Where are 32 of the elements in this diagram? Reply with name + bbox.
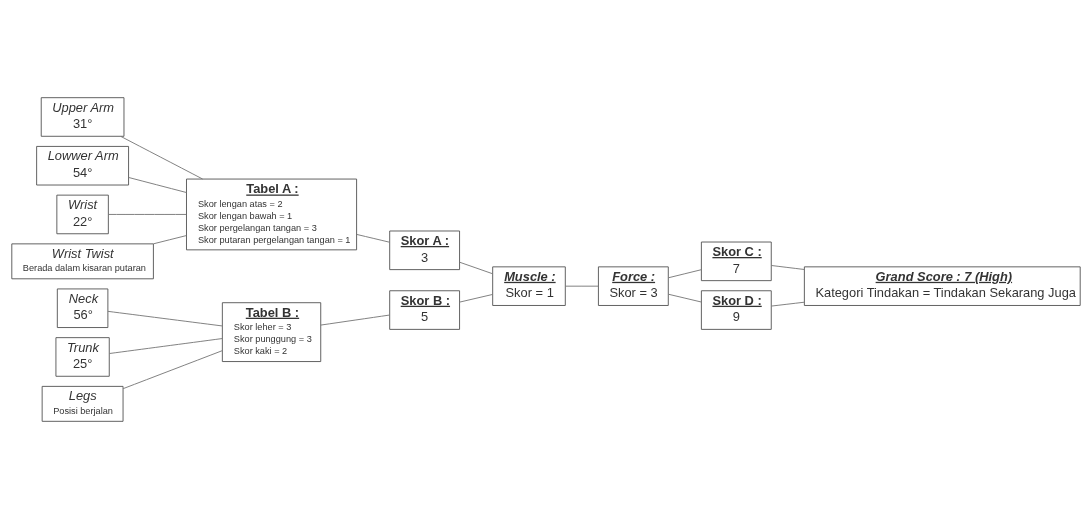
node-box: Lowwer Arm 54°: [36, 145, 130, 186]
connector: [122, 350, 223, 390]
node-box: Upper Arm 31°: [40, 97, 125, 137]
node-box: Muscle : Skor = 1: [492, 266, 566, 306]
node-box: Legs Posisi berjalan: [41, 385, 124, 422]
node-box: Tabel B : Skor leher = 3 Skor punggung = 3 Skor kaki = 2: [221, 302, 322, 362]
connector: [459, 294, 493, 303]
node-box: Skor D : 9: [700, 290, 772, 330]
node-box: Tabel A : Skor lengan atas = 2 Skor lengan bawah = 1 Skor pergelangan tangan = 3 Skor putaran pergelangan tangan = 1: [186, 178, 358, 251]
connector: [770, 301, 805, 307]
node-box: Wrist Twist Berada dalam kisaran putaran: [11, 243, 154, 280]
connector: [320, 314, 390, 326]
connector: [668, 269, 702, 279]
node-box: Trunk 25°: [55, 337, 110, 377]
node-box: Wrist 22°: [56, 194, 109, 235]
node-box: Grand Score : 7 (High) Kategori Tindakan = Tindakan Sekarang Juga: [803, 266, 1081, 306]
node-box: Skor A : 3: [389, 230, 461, 271]
connector: [107, 310, 223, 327]
node-box: Neck 56°: [56, 288, 109, 328]
connector: [107, 214, 187, 215]
connector: [565, 285, 599, 287]
connector: [109, 338, 223, 354]
connector: [120, 136, 204, 180]
connector: [668, 293, 702, 303]
node-box: Skor B : 5: [389, 290, 461, 330]
connector: [770, 265, 805, 270]
connector: [459, 261, 493, 275]
connector: [128, 177, 187, 193]
connector: [153, 235, 187, 245]
connector: [356, 234, 390, 243]
node-box: Force : Skor = 3: [597, 266, 669, 306]
node-box: Skor C : 7: [700, 241, 772, 282]
